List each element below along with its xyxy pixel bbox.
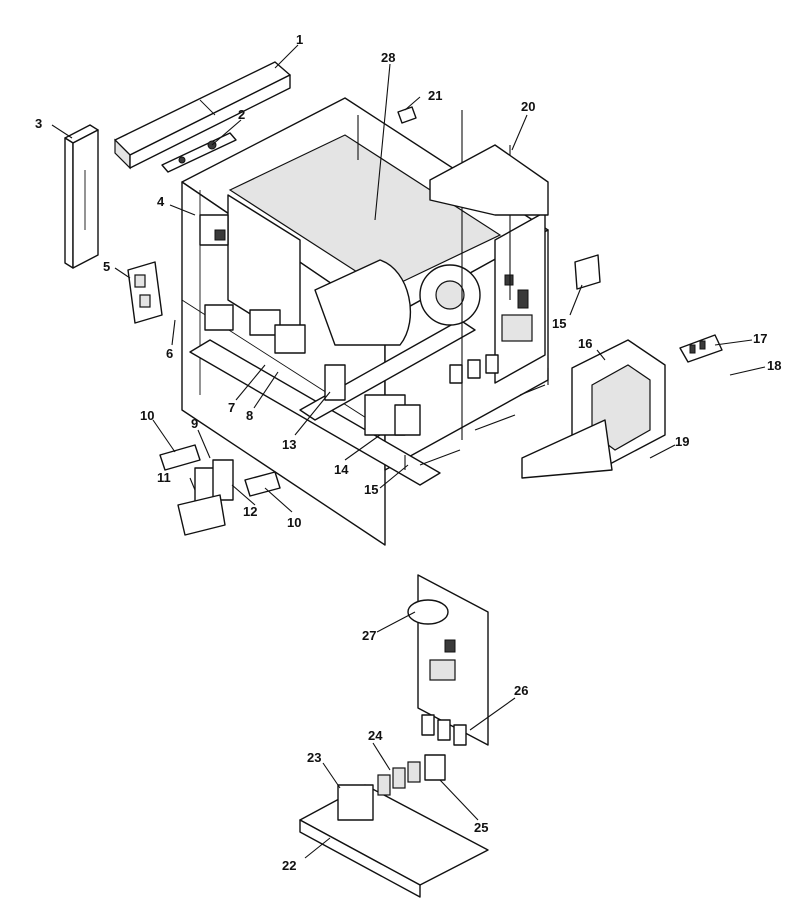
part-9-11-capacitor-assembly <box>177 459 234 536</box>
callout-5: 5 <box>103 259 110 274</box>
callout-27: 27 <box>362 628 376 643</box>
callout-26: 26 <box>514 683 528 698</box>
callout-21: 21 <box>428 88 442 103</box>
callout-4: 4 <box>157 194 165 209</box>
callout-15b: 15 <box>364 482 378 497</box>
callout-22: 22 <box>282 858 296 873</box>
part-10-clip-right <box>244 471 281 497</box>
callout-24: 24 <box>368 728 383 743</box>
callout-13: 13 <box>282 437 296 452</box>
callout-1: 1 <box>296 32 303 47</box>
main-chassis <box>181 97 549 546</box>
callout-8: 8 <box>246 408 253 423</box>
part-5-switch-bracket <box>127 261 163 324</box>
callout-25: 25 <box>474 820 488 835</box>
part-15-bracket-top <box>574 254 601 290</box>
callout-9: 9 <box>191 416 198 431</box>
callout-28: 28 <box>381 50 395 65</box>
leader-lines <box>51 44 766 859</box>
callout-11: 11 <box>157 470 171 485</box>
part-17-connector-block <box>679 334 723 363</box>
control-board-assembly <box>299 574 489 898</box>
callout-6: 6 <box>166 346 173 361</box>
part-16-door-frame <box>521 339 666 479</box>
part-2-switch-plate <box>161 132 237 173</box>
callout-20: 20 <box>521 99 535 114</box>
callout-2: 2 <box>238 107 245 122</box>
callout-14: 14 <box>334 462 349 477</box>
callout-23: 23 <box>307 750 321 765</box>
callout-16: 16 <box>578 336 592 351</box>
callout-10a: 10 <box>140 408 154 423</box>
callout-10b: 10 <box>287 515 301 530</box>
callout-12: 12 <box>243 504 257 519</box>
callout-18: 18 <box>767 358 781 373</box>
callout-19: 19 <box>675 434 689 449</box>
callout-17: 17 <box>753 331 767 346</box>
part-3-side-trim <box>64 124 99 269</box>
callout-7: 7 <box>228 400 235 415</box>
part-10-clip-left <box>159 444 201 471</box>
callout-15a: 15 <box>552 316 566 331</box>
part-1-top-trim <box>114 61 291 170</box>
callout-3: 3 <box>35 116 42 131</box>
part-21-clip <box>397 106 417 124</box>
callout-labels: 1 2 3 4 5 6 7 8 9 10 10 11 12 13 14 15 1… <box>35 32 781 873</box>
